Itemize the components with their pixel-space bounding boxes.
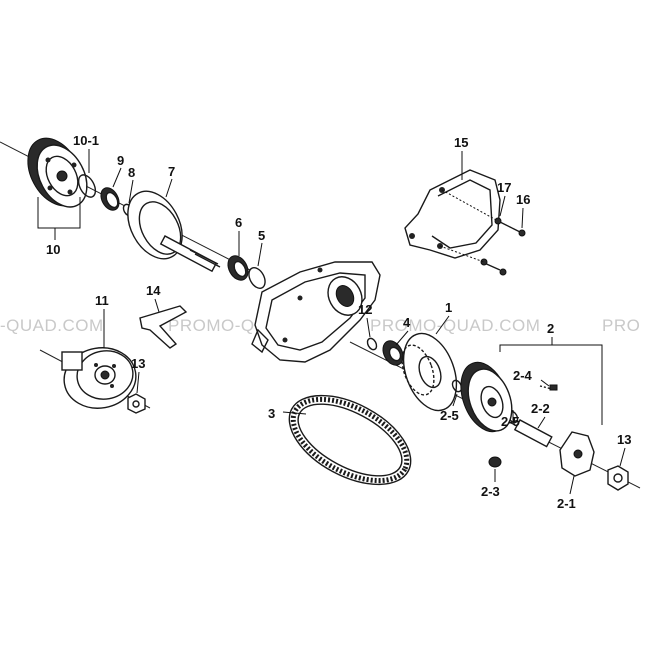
callout-13: 13: [131, 356, 145, 371]
callout-6: 6: [235, 215, 242, 230]
leader-dashed: [441, 189, 499, 222]
callout-3: 3: [268, 406, 275, 421]
part-13-nut: [127, 393, 146, 414]
callout-14: 14: [146, 283, 161, 298]
callout-16: 16: [516, 192, 530, 207]
part-11-pulley: [61, 347, 137, 409]
crankcase-housing: [251, 261, 381, 363]
callout-2-1: 2-1: [557, 496, 576, 511]
callout-10-1: 10-1: [73, 133, 99, 148]
callout-17: 17: [497, 180, 511, 195]
part-2-1-ramp-plate: [559, 431, 595, 477]
leader-lines: [37, 149, 626, 495]
callout-4: 4: [403, 315, 411, 330]
part-1-drive-face: [401, 332, 458, 412]
part-7-driven-pulley: [127, 190, 221, 273]
part-10-clutch-assembly: [27, 137, 88, 208]
callout-2-5: 2-5: [440, 408, 459, 423]
part-9-bearing: [100, 187, 120, 211]
part-4-bearing: [382, 340, 404, 366]
part-2-3-roller: [488, 456, 502, 468]
callout-2: 2: [547, 321, 554, 336]
part-15-cover: [404, 169, 501, 259]
callout-9: 9: [117, 153, 124, 168]
part-5-ring: [248, 267, 266, 289]
part-2-4-slider: [539, 384, 558, 391]
part-6-bearing: [227, 255, 249, 281]
callout-12: 12: [358, 302, 372, 317]
part-10-1-ring: [77, 174, 97, 198]
part-13-nut: [607, 465, 629, 491]
callout-2-3: 2-3: [481, 484, 500, 499]
callout-13: 13: [617, 432, 631, 447]
part-3-drive-belt: [288, 394, 412, 486]
part-12-ring: [366, 337, 378, 351]
callout-10: 10: [46, 242, 60, 257]
callout-2-4: 2-4: [513, 368, 533, 383]
callout-7: 7: [168, 164, 175, 179]
callout-2-2: 2-2: [531, 401, 550, 416]
callout-labels: 10-1 9 8 7 10 6 5 15 17 16 11 14 13 12 4…: [46, 133, 631, 511]
part-2-2-sleeve: [513, 419, 553, 448]
watermark-segment: PRO: [602, 316, 640, 335]
part-14-bracket: [139, 305, 188, 349]
callout-5: 5: [258, 228, 265, 243]
part-2-variator: [460, 361, 513, 433]
callout-1: 1: [445, 300, 452, 315]
callout-15: 15: [454, 135, 468, 150]
callout-2-5: 2-5: [501, 414, 520, 429]
watermark-segment: -QUAD.COM: [0, 316, 104, 335]
callout-11: 11: [95, 293, 109, 308]
callout-8: 8: [128, 165, 135, 180]
watermark-segment: PROMO-QUAD.COM: [370, 316, 540, 335]
